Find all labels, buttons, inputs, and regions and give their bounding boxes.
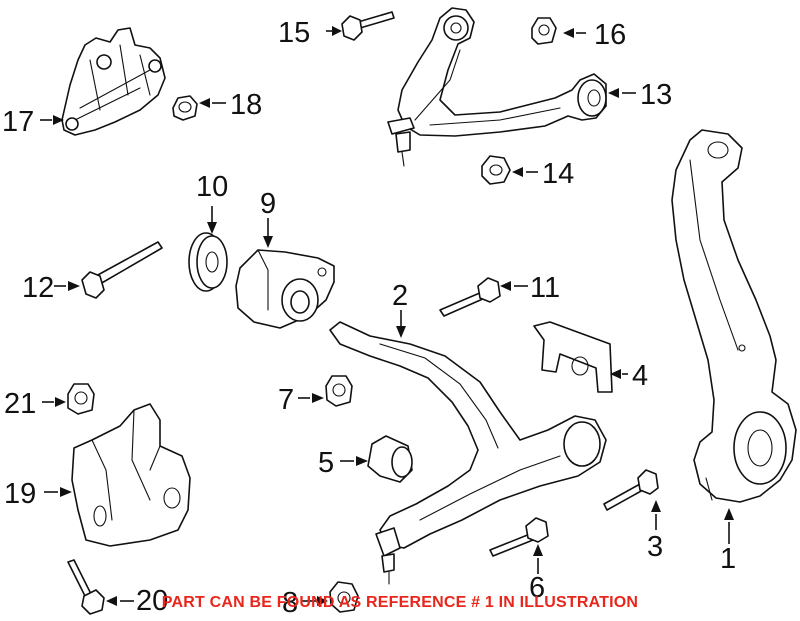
callout-17: 17 <box>2 106 34 138</box>
part-6-bolt <box>489 517 549 557</box>
callout-19: 19 <box>4 478 36 510</box>
part-10-washer <box>188 232 228 292</box>
part-3-bolt <box>603 469 659 511</box>
callout-7: 7 <box>278 384 294 416</box>
callout-arrows <box>40 26 734 606</box>
part-15-bolt <box>341 11 395 41</box>
callout-5: 5 <box>318 447 334 479</box>
callout-8: 8 <box>282 587 298 619</box>
part-11-bolt <box>439 277 501 317</box>
callout-13: 13 <box>640 79 672 111</box>
callout-6: 6 <box>529 572 545 604</box>
part-9-bushing <box>235 249 335 329</box>
part-7-nut <box>325 375 353 407</box>
callout-4: 4 <box>632 360 648 392</box>
part-18-nut <box>172 95 198 121</box>
part-14-nut <box>481 155 511 185</box>
part-4-plate <box>533 321 613 393</box>
reference-notice: PART CAN BE FOUND AS REFERENCE # 1 IN IL… <box>161 594 639 611</box>
callout-21: 21 <box>4 388 36 420</box>
part-16-nut <box>531 17 557 45</box>
callout-15: 15 <box>278 17 310 49</box>
callout-11: 11 <box>530 272 560 304</box>
part-2-lower-control-arm <box>329 321 607 585</box>
part-12-bolt <box>81 241 163 299</box>
part-17-bracket <box>61 27 166 136</box>
part-5-bushing <box>367 435 413 483</box>
part-1-knuckle <box>671 129 797 503</box>
callout-14: 14 <box>542 158 574 190</box>
callout-1: 1 <box>720 543 736 575</box>
part-21-nut <box>67 383 95 415</box>
callout-9: 9 <box>260 188 276 220</box>
part-20-bolt <box>67 559 105 615</box>
part-13-upper-control-arm <box>387 7 607 167</box>
callout-18: 18 <box>230 89 262 121</box>
callout-2: 2 <box>392 280 408 312</box>
callout-numbers: 15 16 13 14 18 17 10 9 12 11 2 4 7 5 3 1… <box>2 17 736 619</box>
callout-3: 3 <box>647 531 663 563</box>
part-8-nut <box>329 581 359 613</box>
part-19-bracket <box>71 403 191 547</box>
callout-12: 12 <box>22 272 54 304</box>
callout-16: 16 <box>594 19 626 51</box>
callout-10: 10 <box>196 171 228 203</box>
callout-20: 20 <box>136 585 168 617</box>
